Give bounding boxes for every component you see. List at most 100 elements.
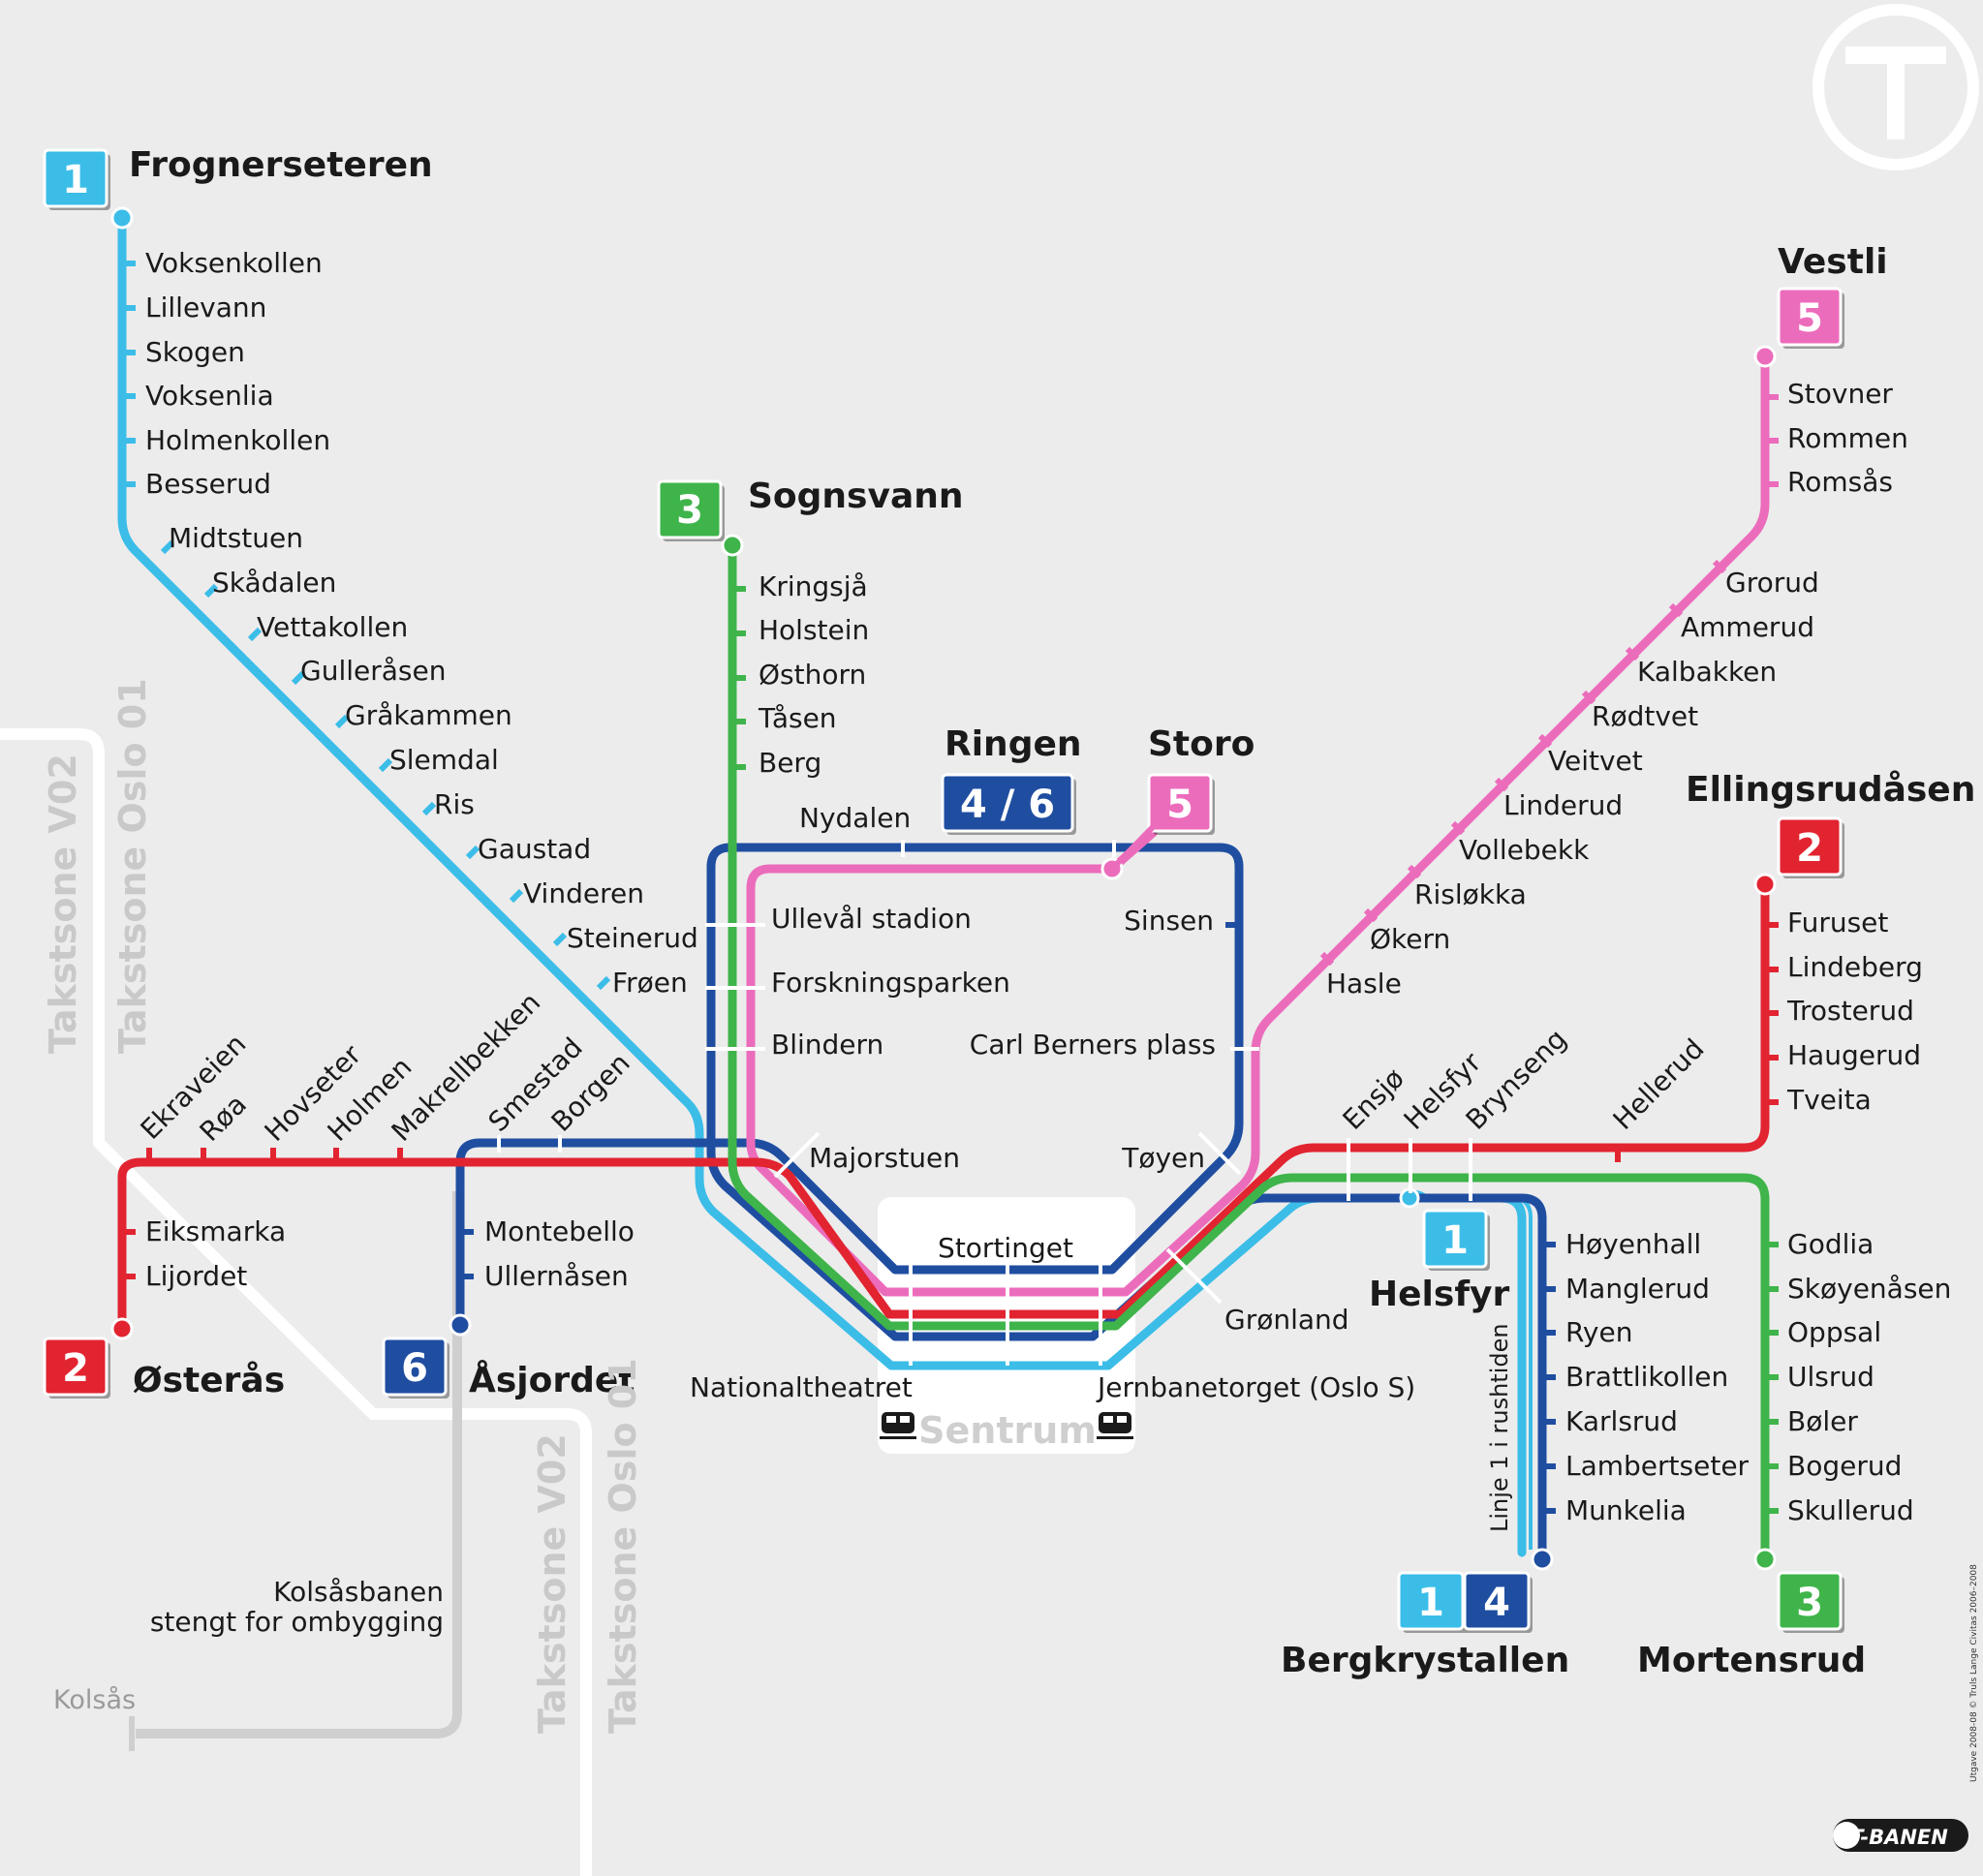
ringen-badge: 4 / 6 [941,773,1076,835]
svg-text:1: 1 [1441,1218,1469,1263]
terminus-asjordet: Åsjordet [469,1360,635,1400]
kolsas-note-1: Kolsåsbanen [273,1576,444,1608]
bergkrystallen-badges: 1 4 [1397,1571,1533,1633]
kolsas-label: Kolsås [53,1685,136,1715]
svg-text:Forskningsparken: Forskningsparken [771,967,1010,999]
terminus-mortensrud: Mortensrud [1637,1641,1866,1680]
svg-text:Besserud: Besserud [145,468,271,500]
terminus-helsfyr: Helsfyr [1369,1275,1509,1314]
train-icon-east [1097,1412,1133,1439]
svg-text:Hellerud: Hellerud [1607,1032,1711,1136]
line-1-badge-top: 1 [43,148,110,210]
svg-text:Furuset: Furuset [1787,907,1888,938]
svg-text:Slemdal: Slemdal [389,744,499,776]
kolsas-note-2: stengt for ombygging [150,1606,444,1638]
label-storo: Storo [1148,724,1255,764]
svg-text:Vettakollen: Vettakollen [257,611,408,643]
label-ringen: Ringen [945,724,1082,764]
svg-text:Ammerud: Ammerud [1681,611,1814,643]
svg-text:Sinsen: Sinsen [1124,905,1214,937]
svg-text:Eiksmarka: Eiksmarka [145,1215,286,1247]
svg-text:1: 1 [62,158,89,202]
svg-text:T-BANEN: T-BANEN [1849,1826,1948,1849]
svg-text:Grorud: Grorud [1725,567,1819,599]
svg-text:Ryen: Ryen [1565,1316,1632,1348]
svg-text:Høyenhall: Høyenhall [1565,1228,1701,1260]
svg-text:2: 2 [1796,826,1823,871]
terminus-frognerseteren: Frognerseteren [129,145,433,185]
east-diagonal-stations: Ensjø Helsfyr Brynseng Hellerud [1337,1023,1711,1136]
svg-text:Rødtvet: Rødtvet [1592,700,1698,732]
svg-text:Skøyenåsen: Skøyenåsen [1787,1273,1951,1305]
svg-text:Gaustad: Gaustad [478,833,591,865]
svg-text:Skullerud: Skullerud [1787,1494,1914,1526]
line-5-stations: Stovner Rommen Romsås Grorud Ammerud Kal… [1326,378,1908,1000]
svg-text:Berg: Berg [759,747,821,779]
storo-connector [1111,824,1156,870]
svg-text:Gulleråsen: Gulleråsen [300,655,446,687]
svg-text:Ris: Ris [434,788,475,820]
svg-text:Midtstuen: Midtstuen [169,522,303,554]
svg-text:Risløkka: Risløkka [1414,878,1527,910]
terminus-osteras: Østerås [133,1361,285,1400]
svg-text:Brattlikollen: Brattlikollen [1565,1361,1728,1393]
svg-text:3: 3 [1796,1581,1823,1625]
svg-text:Skogen: Skogen [145,336,245,368]
svg-text:Hasle: Hasle [1326,968,1402,1000]
line-3-north-stations: Kringsjå Holstein Østhorn Tåsen Berg [758,570,869,779]
svg-text:2: 2 [62,1346,89,1391]
terminus-bergkrystallen: Bergkrystallen [1281,1641,1569,1680]
train-icon-west [880,1412,916,1439]
west-branch-stations: Eiksmarka Lijordet Montebello Ullernåsen [145,1215,635,1292]
line-1-path [117,213,1527,1557]
station-ticks [122,261,1779,1514]
svg-text:Haugerud: Haugerud [1787,1039,1921,1071]
svg-text:Blindern: Blindern [771,1029,883,1061]
svg-text:Gråkammen: Gråkammen [345,699,512,731]
svg-text:Nationaltheatret: Nationaltheatret [690,1371,913,1403]
svg-text:Godlia: Godlia [1787,1228,1874,1260]
svg-text:Vollebekk: Vollebekk [1459,834,1590,866]
line-6-badge: 6 [382,1337,449,1399]
svg-text:Stovner: Stovner [1787,378,1893,410]
svg-text:Ullevål stadion: Ullevål stadion [771,903,972,935]
svg-text:Montebello: Montebello [484,1215,635,1247]
svg-text:Takstsone V02: Takstsone V02 [531,1433,573,1734]
svg-text:Vinderen: Vinderen [523,877,644,909]
svg-text:Veitvet: Veitvet [1548,745,1643,777]
svg-text:Kalbakken: Kalbakken [1637,656,1777,688]
svg-text:Oppsal: Oppsal [1787,1316,1881,1348]
svg-text:Lijordet: Lijordet [145,1260,247,1292]
svg-text:Holstein: Holstein [759,614,869,646]
line-2-path [117,876,1770,1334]
svg-text:6: 6 [401,1346,428,1391]
line-5-badge-top: 5 [1777,287,1844,349]
kolsas-line [136,1191,462,1738]
svg-text:Majorstuen: Majorstuen [809,1142,960,1174]
svg-text:5: 5 [1166,783,1193,827]
terminus-vestli: Vestli [1778,242,1888,282]
svg-text:Rommen: Rommen [1787,422,1908,454]
svg-text:Lillevann: Lillevann [145,292,266,323]
svg-text:Sentrum: Sentrum [918,1409,1097,1452]
zone-borders [0,728,592,1876]
line-2-badge-bottom: 2 [43,1337,110,1399]
line-5-path [746,349,1770,1297]
svg-text:Romsås: Romsås [1787,466,1893,498]
svg-text:Holmenkollen: Holmenkollen [145,424,330,456]
svg-text:Lindeberg: Lindeberg [1787,951,1923,983]
svg-text:Takstsone V02: Takstsone V02 [42,753,84,1054]
svg-text:Voksenlia: Voksenlia [145,380,274,412]
line-2-badge-top: 2 [1777,816,1844,878]
svg-text:Manglerud: Manglerud [1565,1273,1710,1305]
line-3-south-stations: Godlia Skøyenåsen Oppsal Ulsrud Bøler Bo… [1787,1228,1951,1526]
terminus-dots [110,206,1777,1571]
line-2-east-stations: Furuset Lindeberg Trosterud Haugerud Tve… [1786,907,1923,1116]
svg-text:Voksenkollen: Voksenkollen [145,247,323,279]
svg-text:Munkelia: Munkelia [1565,1494,1687,1526]
svg-text:Nydalen: Nydalen [799,802,911,834]
t-banen-logo: T-BANEN [1833,1819,1968,1852]
svg-text:Jernbanetorget (Oslo S): Jernbanetorget (Oslo S) [1096,1371,1415,1403]
svg-text:3: 3 [676,488,703,533]
